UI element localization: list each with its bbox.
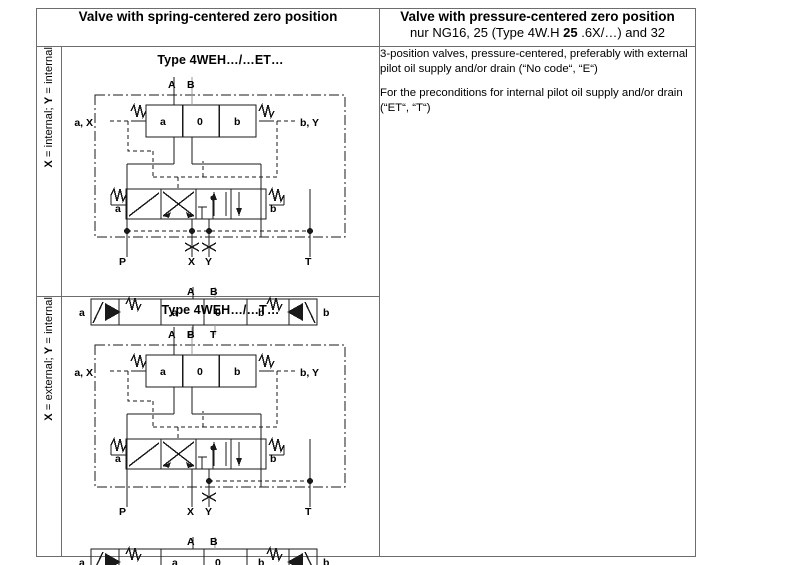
label-pilot-left: a, X	[74, 117, 93, 129]
label-spool-0: 0	[197, 366, 203, 378]
diagram-cell-et: Type 4WEH…/…ET…	[61, 46, 380, 340]
label-y: Y	[43, 96, 55, 105]
label-act-b: b	[270, 203, 276, 215]
valve-comparison-table: Valve with spring-centered zero position…	[36, 8, 696, 565]
label-sym-A: A	[187, 536, 195, 548]
label-mid: = external;	[43, 354, 55, 414]
label-spool-b: b	[234, 366, 240, 378]
row-label-external-internal-text: X = external; Y = internal	[43, 297, 55, 421]
label-spool-a: a	[160, 366, 166, 378]
label-port-P: P	[119, 256, 126, 268]
diagram-title-et: Type 4WEH…/…ET…	[157, 53, 284, 67]
label-sym-spool-a: a	[172, 557, 178, 565]
label-y: Y	[43, 346, 55, 355]
label-act-a: a	[115, 203, 121, 215]
header-sub-pre: nur NG16, 25 (Type 4W.H	[409, 24, 564, 40]
label-pilot-right: b, Y	[300, 367, 319, 379]
note-paragraph-1: 3-position valves, pressure-centered, pr…	[380, 48, 688, 76]
label-x: X	[43, 413, 55, 421]
label-pilot-left: a, X	[74, 367, 93, 379]
label-post: = internal	[43, 297, 55, 347]
header-pressure-centered-text: Valve with pressure-centered zero positi…	[400, 9, 675, 24]
table-header-row: Valve with spring-centered zero position…	[36, 8, 696, 47]
label-port-X: X	[188, 256, 195, 268]
header-sub-bold: 25	[563, 24, 578, 40]
label-port-Y: Y	[205, 506, 212, 518]
row-label-internal-internal: X = internal; Y = internal	[36, 46, 62, 297]
hydraulic-schematic-t: A B a, X b, Y a 0 b a b P X Y T	[74, 327, 346, 518]
label-port-B: B	[187, 79, 195, 91]
table-row: X = external; Y = internal Type 4WEH…/…T…	[36, 296, 696, 565]
label-pilot-right: b, Y	[300, 117, 319, 129]
label-port-P: P	[119, 506, 126, 518]
label-post: = internal	[43, 47, 55, 97]
hydraulic-schematic-et: A B a, X b, Y a 0 b a b P X Y T	[74, 77, 346, 268]
label-sym-spool-b: b	[258, 557, 264, 565]
header-spring-centered-text: Valve with spring-centered zero position	[78, 9, 338, 24]
header-pressure-centered-sub: nur NG16, 25 (Type 4W.H 25 .6X/…) and 32	[380, 25, 695, 40]
label-mid: = internal;	[43, 104, 55, 161]
header-pressure-centered: Valve with pressure-centered zero positi…	[379, 8, 696, 47]
label-sym-A: A	[187, 286, 195, 298]
label-port-T: T	[305, 256, 312, 268]
label-port-A: A	[168, 79, 176, 91]
label-port-Y: Y	[205, 256, 212, 268]
table-row: X = internal; Y = internal Type 4WEH…/…E…	[36, 46, 696, 557]
header-spring-centered: Valve with spring-centered zero position	[36, 8, 380, 47]
label-port-A: A	[168, 329, 176, 341]
row-label-external-internal: X = external; Y = internal	[36, 296, 62, 557]
label-spool-0: 0	[197, 116, 203, 128]
diagram-cell-t: Type 4WEH…/…T…	[61, 296, 380, 565]
label-sym-spool-0: 0	[215, 557, 221, 565]
note-paragraph-2: For the preconditions for internal pilot…	[380, 87, 683, 115]
label-sym-b: b	[323, 557, 329, 565]
simplified-symbol-t: A B P T X a b a 0 b	[79, 536, 329, 565]
diagram-t-wrap: A B a, X b, Y a 0 b a b P X Y T	[62, 319, 379, 565]
label-port-B: B	[187, 329, 195, 341]
label-port-T: T	[305, 506, 312, 518]
header-sub-post: .6X/…) and 32	[577, 24, 666, 40]
label-sym-B: B	[210, 286, 218, 298]
label-act-b: b	[270, 453, 276, 465]
diagram-title-t: Type 4WEH…/…T…	[161, 303, 280, 317]
label-port-X: X	[187, 506, 194, 518]
label-x: X	[43, 160, 55, 168]
label-spool-b: b	[234, 116, 240, 128]
notes-cell: 3-position valves, pressure-centered, pr…	[379, 46, 696, 557]
label-sym-B: B	[210, 536, 218, 548]
label-act-a: a	[115, 453, 121, 465]
label-sym-a: a	[79, 557, 85, 565]
row-label-internal-internal-text: X = internal; Y = internal	[43, 47, 55, 168]
label-spool-a: a	[160, 116, 166, 128]
